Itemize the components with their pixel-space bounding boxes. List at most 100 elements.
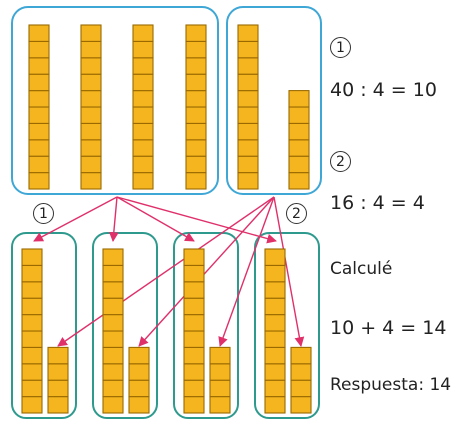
- unit-cube: [290, 363, 312, 381]
- unit-cube: [128, 396, 150, 414]
- unit-cube: [102, 297, 124, 316]
- unit-cube: [28, 24, 50, 42]
- distribution-arrow: [33, 196, 118, 242]
- unit-cube: [183, 396, 205, 414]
- unit-cube: [102, 330, 124, 348]
- unit-cube: [237, 40, 259, 59]
- ten-rod: [237, 24, 259, 190]
- step-marker-1-right-label: 1: [336, 39, 345, 56]
- unit-cube: [264, 297, 286, 316]
- unit-column: [288, 90, 310, 190]
- unit-cube: [47, 396, 69, 414]
- unit-cube: [264, 248, 286, 266]
- calculation-heading: Calculé: [330, 259, 393, 279]
- unit-cube: [128, 363, 150, 381]
- unit-cube: [21, 346, 43, 365]
- unit-cube: [183, 314, 205, 332]
- unit-cube: [185, 139, 207, 157]
- ten-rod: [183, 248, 205, 414]
- unit-cube: [80, 57, 102, 75]
- unit-cube: [132, 24, 154, 42]
- unit-cube: [21, 264, 43, 283]
- unit-cube: [28, 172, 50, 190]
- unit-cube: [185, 106, 207, 124]
- unit-cube: [290, 346, 312, 365]
- unit-cube: [28, 57, 50, 75]
- ten-rod: [28, 24, 50, 190]
- distribution-arrow: [116, 196, 277, 244]
- unit-cube: [80, 106, 102, 124]
- unit-cube: [102, 248, 124, 266]
- top-group-box-16: [226, 6, 322, 195]
- unit-cube: [183, 363, 205, 381]
- step-marker-2-right: 2: [330, 151, 351, 172]
- unit-cube: [132, 139, 154, 157]
- unit-cube: [290, 379, 312, 398]
- unit-cube: [132, 172, 154, 190]
- unit-cube: [288, 106, 310, 124]
- unit-cube: [288, 122, 310, 141]
- step-marker-1-left: 1: [33, 203, 54, 224]
- unit-cube: [28, 73, 50, 92]
- unit-cube: [209, 346, 231, 365]
- unit-cube: [80, 40, 102, 59]
- unit-cube: [288, 172, 310, 190]
- top-group-box-40: [11, 6, 219, 195]
- unit-cube: [132, 155, 154, 174]
- unit-cube: [183, 248, 205, 266]
- step-marker-1-left-label: 1: [39, 205, 48, 222]
- unit-cube: [288, 90, 310, 108]
- ten-rod: [185, 24, 207, 190]
- unit-cube: [264, 363, 286, 381]
- unit-cube: [21, 281, 43, 299]
- unit-cube: [185, 155, 207, 174]
- unit-cube: [21, 379, 43, 398]
- unit-cube: [264, 379, 286, 398]
- unit-cube: [264, 281, 286, 299]
- distribution-arrow: [218, 196, 275, 347]
- unit-cube: [264, 346, 286, 365]
- unit-cube: [264, 314, 286, 332]
- unit-cube: [102, 363, 124, 381]
- unit-cube: [185, 73, 207, 92]
- ten-rod: [102, 248, 124, 414]
- unit-cube: [80, 172, 102, 190]
- unit-cube: [183, 379, 205, 398]
- unit-cube: [185, 40, 207, 59]
- unit-cube: [185, 24, 207, 42]
- unit-cube: [237, 172, 259, 190]
- ten-rod: [80, 24, 102, 190]
- share-group-box-3: [173, 232, 239, 419]
- unit-cube: [237, 90, 259, 108]
- unit-cube: [132, 90, 154, 108]
- distribution-arrow: [116, 196, 195, 242]
- share-group-box-4: [254, 232, 320, 419]
- unit-cube: [21, 363, 43, 381]
- distribution-arrow: [57, 196, 275, 347]
- unit-cube: [132, 40, 154, 59]
- unit-cube: [237, 139, 259, 157]
- unit-cube: [102, 379, 124, 398]
- unit-column: [128, 346, 150, 414]
- sum-equation: 10 + 4 = 14: [330, 317, 447, 339]
- unit-cube: [237, 155, 259, 174]
- unit-cube: [80, 155, 102, 174]
- unit-cube: [185, 122, 207, 141]
- unit-cube: [128, 379, 150, 398]
- unit-cube: [237, 122, 259, 141]
- unit-cube: [28, 106, 50, 124]
- unit-cube: [237, 57, 259, 75]
- unit-cube: [47, 346, 69, 365]
- step-marker-1-right: 1: [330, 37, 351, 58]
- unit-cube: [209, 363, 231, 381]
- unit-cube: [28, 155, 50, 174]
- step-marker-2-right-label: 2: [336, 153, 345, 170]
- unit-cube: [288, 139, 310, 157]
- unit-cube: [21, 248, 43, 266]
- unit-cube: [132, 57, 154, 75]
- unit-cube: [80, 24, 102, 42]
- unit-cube: [264, 330, 286, 348]
- unit-cube: [21, 297, 43, 316]
- unit-cube: [132, 106, 154, 124]
- unit-cube: [185, 57, 207, 75]
